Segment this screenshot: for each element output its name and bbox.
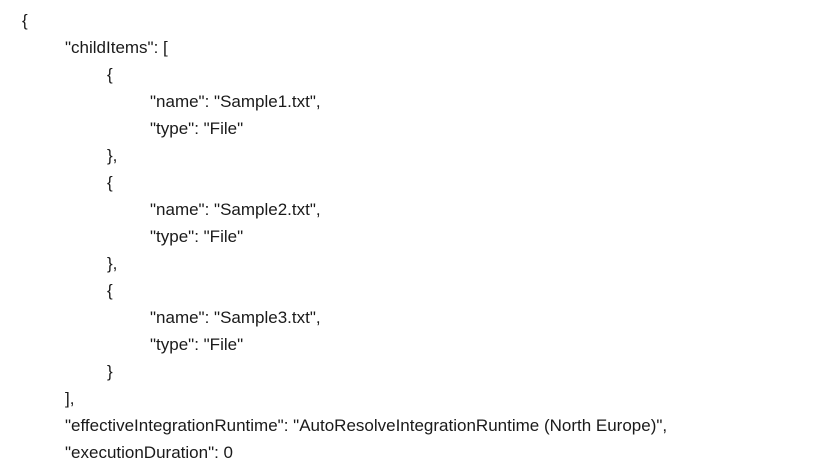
- json-line-item1-name: "name": "Sample1.txt",: [150, 92, 321, 111]
- json-line-effective-runtime: "effectiveIntegrationRuntime": "AutoReso…: [65, 416, 668, 435]
- json-line-childitems-close: ],: [65, 389, 75, 408]
- json-line-item3-type: "type": "File": [150, 335, 244, 354]
- json-line-open-brace: {: [22, 11, 28, 30]
- json-line-item1-type: "type": "File": [150, 119, 244, 138]
- json-line-item3-close: }: [107, 362, 113, 381]
- json-line-item2-type: "type": "File": [150, 227, 244, 246]
- json-line-item1-open: {: [107, 65, 113, 84]
- json-line-item1-close: },: [107, 146, 118, 165]
- json-line-item2-name: "name": "Sample2.txt",: [150, 200, 321, 219]
- json-line-execution-duration: "executionDuration": 0: [65, 443, 233, 459]
- json-line-childitems-key: "childItems": [: [65, 38, 168, 57]
- json-line-item2-open: {: [107, 173, 113, 192]
- json-line-item2-close: },: [107, 254, 118, 273]
- json-line-item3-name: "name": "Sample3.txt",: [150, 308, 321, 327]
- json-line-item3-open: {: [107, 281, 113, 300]
